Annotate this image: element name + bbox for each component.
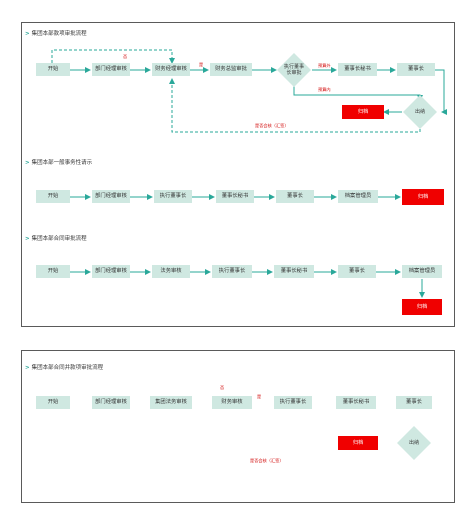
flow4-legal-review: 集团法务审核 — [150, 396, 192, 409]
flow1-archive: 归档 — [342, 105, 384, 119]
flow2-exec-director: 执行董事长 — [154, 190, 192, 203]
flow4-archive: 归档 — [338, 436, 378, 450]
flow3-legal-review: 法务审核 — [152, 265, 190, 278]
chevron-right-icon: > — [25, 31, 30, 37]
flow4-exec-director: 执行董事长 — [274, 396, 312, 409]
flow3-dept-review: 部门经理审核 — [92, 265, 130, 278]
flow4-chairman-secretary: 董事长秘书 — [336, 396, 376, 409]
flow4-dept-review: 部门经理审核 — [92, 396, 130, 409]
flow2-start: 开始 — [36, 190, 70, 203]
flow1-start: 开始 — [36, 63, 70, 76]
flow1-finance-manager: 财务经理审核 — [152, 63, 190, 76]
flow3-chairman: 董事长 — [338, 265, 376, 278]
flow4-chairman: 董事长 — [396, 396, 432, 409]
flow1-note-no: 否 — [123, 54, 128, 59]
flow2-dept-review: 部门经理审核 — [92, 190, 130, 203]
flow3-archive: 归档 — [402, 299, 442, 315]
flow3-title-text: 集团本部合同审批流程 — [31, 236, 87, 242]
flow4-payout-decision: 出纳 — [396, 425, 432, 461]
flow1-finance-director: 财务总监审批 — [210, 63, 252, 76]
flow1-payout-decision: 出纳 — [402, 94, 438, 130]
flow3-start: 开始 — [36, 265, 70, 278]
flow-panel-2 — [21, 350, 455, 503]
flow2-chairman: 董事长 — [276, 190, 314, 203]
flow2-title: >集团本部一般事务性请示 — [25, 158, 92, 166]
flow3-archive-manager: 档案管理员 — [402, 265, 442, 278]
flow1-note-within: 预算内 — [318, 87, 331, 92]
flow3-title: >集团本部合同审批流程 — [25, 234, 87, 242]
flow4-start: 开始 — [36, 396, 70, 409]
flow1-dept-review: 部门经理审核 — [92, 63, 130, 76]
flow1-note-over: 预算外 — [318, 63, 331, 68]
flow1-payout-label: 出纳 — [414, 109, 425, 115]
flow1-note-loop: 是否会核（汇签） — [255, 123, 289, 128]
flow3-chairman-secretary: 董事长秘书 — [274, 265, 314, 278]
flow4-note-loop: 是否会核（汇签） — [250, 458, 284, 463]
flow2-archive-manager: 档案管理员 — [338, 190, 378, 203]
flow4-title: >集团本部合同并款项审批流程 — [25, 363, 103, 371]
flow1-chairman: 董事长 — [397, 63, 435, 76]
flow1-note-yes: 是 — [199, 62, 204, 67]
flow2-chairman-secretary: 董事长秘书 — [216, 190, 254, 203]
flow1-exec-director-decision: 执行董事长审批 — [276, 52, 312, 88]
flow2-title-text: 集团本部一般事务性请示 — [31, 160, 93, 166]
chevron-right-icon: > — [25, 365, 30, 371]
flow4-note-yes: 是 — [257, 394, 262, 399]
flow3-exec-director: 执行董事长 — [212, 265, 252, 278]
flow4-note-no: 否 — [220, 385, 225, 390]
flow1-title-text: 集团本部款项审批流程 — [31, 31, 87, 37]
chevron-right-icon: > — [25, 160, 30, 166]
flow4-finance-review: 财务审核 — [212, 396, 252, 409]
flow2-archive: 归档 — [402, 189, 444, 205]
chevron-right-icon: > — [25, 236, 30, 242]
flow1-exec-director-label: 执行董事长审批 — [283, 64, 304, 76]
flow4-title-text: 集团本部合同并款项审批流程 — [31, 365, 104, 371]
flow1-title: >集团本部款项审批流程 — [25, 29, 87, 37]
flow1-chairman-secretary: 董事长秘书 — [338, 63, 377, 76]
flow4-payout-label: 出纳 — [408, 440, 419, 446]
